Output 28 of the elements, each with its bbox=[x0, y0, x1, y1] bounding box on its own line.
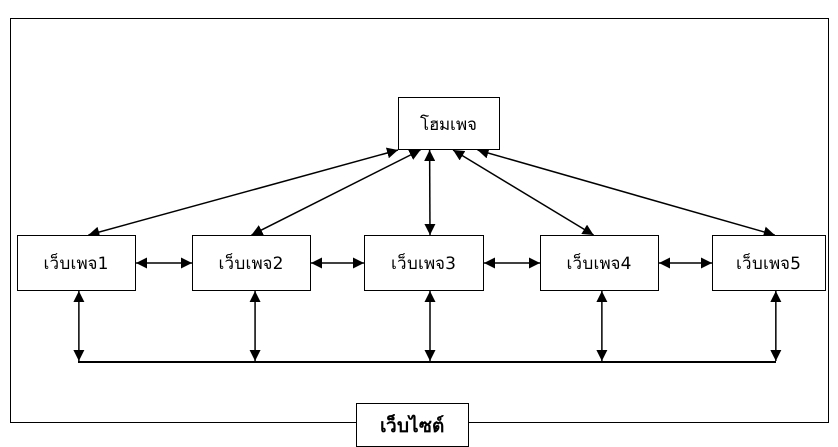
double-arrow bbox=[250, 291, 261, 361]
page-box bbox=[398, 96, 500, 150]
double-arrow bbox=[88, 148, 398, 238]
page-box bbox=[192, 234, 310, 290]
page-box bbox=[364, 234, 484, 290]
double-arrow bbox=[484, 258, 540, 268]
double-arrow bbox=[477, 148, 775, 238]
page-label: เว็บเพจ3 bbox=[391, 252, 456, 276]
page-label: เว็บเพจ1 bbox=[44, 252, 108, 276]
page-box bbox=[540, 234, 658, 290]
page-label: โฮมเพจ bbox=[420, 114, 477, 136]
double-arrow bbox=[770, 291, 782, 361]
double-arrow bbox=[452, 149, 594, 236]
double-arrow bbox=[311, 258, 364, 268]
double-arrow bbox=[251, 149, 421, 236]
page-box bbox=[712, 234, 826, 290]
page-label: เว็บเพจ2 bbox=[218, 252, 284, 276]
double-arrow bbox=[136, 258, 192, 268]
page-label: เว็บเพจ5 bbox=[736, 252, 801, 276]
page-label: เว็บเพจ4 bbox=[566, 252, 632, 276]
double-arrow bbox=[659, 258, 712, 268]
double-arrow bbox=[73, 291, 84, 361]
bus-line bbox=[78, 360, 776, 362]
double-arrow bbox=[424, 150, 436, 235]
page-box bbox=[16, 234, 136, 290]
frame-title: เว็บไซต์ bbox=[356, 402, 468, 446]
double-arrow bbox=[424, 291, 436, 361]
double-arrow bbox=[596, 291, 608, 361]
